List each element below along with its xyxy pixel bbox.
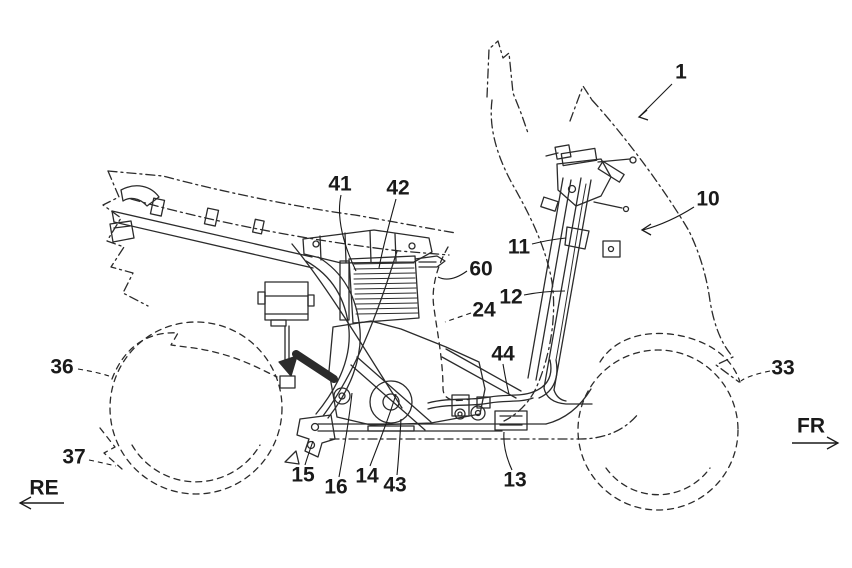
fr-arrow-head: [826, 436, 840, 450]
engine: [302, 229, 486, 431]
front-wheel: [577, 349, 739, 511]
leader-60: [437, 270, 468, 280]
leader-33: [740, 370, 771, 382]
fr-direction-arrow: FR: [792, 415, 840, 450]
crankcase: [328, 320, 486, 426]
ref-label-10: 10: [696, 188, 719, 211]
switch-lever: [593, 201, 623, 209]
leader-43: [396, 418, 402, 476]
ref-label-37: 37: [62, 446, 85, 469]
swingarm: [350, 356, 432, 431]
leader-41: [338, 194, 357, 272]
column-bracket-11-target: [564, 226, 590, 250]
bracket-13-target: [494, 410, 528, 431]
leader-15: [304, 440, 314, 466]
ref-label-12: 12: [499, 286, 522, 309]
leader-42: [378, 198, 397, 269]
front-fender: [599, 332, 741, 383]
clutch-cover: [369, 380, 413, 424]
leader-12: [523, 290, 566, 296]
ref-label-42: 42: [386, 177, 409, 200]
floor-frame: [284, 359, 639, 465]
cooling-fins: [353, 262, 419, 315]
ref-label-41: 41: [328, 173, 352, 196]
rear-frame: [109, 185, 522, 419]
ref-label-15: 15: [291, 464, 315, 487]
re-label: RE: [29, 477, 58, 500]
center-cover: [432, 246, 471, 402]
wheel-outlines: [99, 246, 741, 511]
handlebar: [540, 144, 637, 258]
arrowhead-1: [637, 109, 649, 121]
airbox: [302, 229, 433, 264]
re-direction-arrow: RE: [18, 477, 64, 510]
floor-centerline: [329, 413, 639, 440]
ref-label-16: 16: [324, 476, 347, 499]
ref-label-13: 13: [503, 469, 526, 492]
ref-label-1: 1: [675, 61, 687, 84]
ref-label-11: 11: [508, 236, 531, 259]
stand-bracket: [296, 414, 336, 458]
leader-44: [502, 363, 510, 395]
leader-14: [369, 393, 397, 467]
leader-11: [531, 237, 567, 245]
re-arrow-head: [18, 496, 32, 510]
ref-label-24: 24: [472, 299, 496, 322]
fr-label: FR: [797, 415, 825, 438]
leader-37: [88, 459, 117, 467]
leader-24: [444, 312, 472, 323]
leader-36: [77, 368, 110, 377]
bracket-60-target: [414, 255, 446, 268]
ref-label-33: 33: [771, 357, 794, 380]
steering-column: [527, 177, 593, 405]
leader-10: [642, 206, 695, 231]
rear-wheel: [109, 321, 283, 495]
cable-run: [555, 183, 587, 361]
arrowhead-10: [640, 223, 652, 236]
ref-label-60: 60: [469, 258, 492, 281]
ref-label-36: 36: [50, 356, 73, 379]
ref-label-43: 43: [383, 474, 406, 497]
rear-fender: [111, 332, 278, 380]
cylinder-block: [348, 255, 420, 324]
ref-label-14: 14: [355, 465, 379, 488]
leader-16: [338, 392, 353, 478]
windscreen-outline: [486, 40, 529, 134]
ref-label-44: 44: [491, 343, 515, 366]
leader-13: [503, 431, 513, 471]
battery-box: [257, 281, 338, 389]
